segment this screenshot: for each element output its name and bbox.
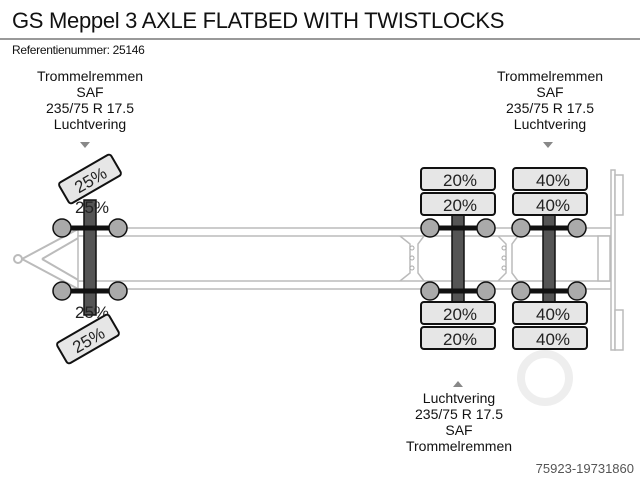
watermark-logo (517, 350, 573, 406)
tyre-pressure: 25% (75, 198, 109, 217)
tyre-axle2-bottom-inner (420, 301, 496, 325)
front-axle: 25% 25% 25% 25% (52, 153, 128, 365)
axle-brand: SAF (536, 84, 564, 100)
middle-axle: 20% 20% 20% 20% (420, 167, 496, 350)
brake-type: Trommelremmen (405, 438, 513, 454)
tyre-size: 235/75 R 17.5 (506, 100, 594, 116)
listing-code: 75923-19731860 (535, 461, 634, 476)
rear-axle-label: Trommelremmen SAF 235/75 R 17.5 Luchtver… (480, 68, 620, 132)
arrow-down-icon (543, 142, 553, 148)
rear-axle: 40% 40% 40% 40% (511, 167, 588, 350)
tyre-axle3-top-outer (512, 167, 588, 191)
axle-brand: SAF (76, 84, 104, 100)
arrow-down-icon (80, 142, 90, 148)
reference-number: Referentienummer: 25146 (12, 43, 145, 57)
tyre-axle2-top-outer (420, 167, 496, 191)
suspension: Luchtvering (422, 390, 496, 406)
tyre-pressure: 20% (443, 171, 477, 190)
middle-axle-label: Luchtvering 235/75 R 17.5 SAF Trommelrem… (389, 390, 529, 454)
brake-type: Trommelremmen (36, 68, 144, 84)
tyre-pressure: 40% (536, 330, 570, 349)
tyre-pressure: 40% (536, 305, 570, 324)
tyre-axle2-top-inner (420, 192, 496, 216)
drawbar (13, 227, 81, 291)
tyre-pressure: 20% (443, 305, 477, 324)
tyre-size: 235/75 R 17.5 (46, 100, 134, 116)
brake-type: Trommelremmen (496, 68, 604, 84)
tyre-axle3-top-inner (512, 192, 588, 216)
arrow-up-icon (453, 381, 463, 387)
tyre-axle2-bottom-outer (420, 326, 496, 350)
tyre-pressure: 40% (536, 171, 570, 190)
tyre-axle3-bottom-inner (512, 301, 588, 325)
chassis-holes (409, 245, 507, 271)
divider (0, 38, 640, 40)
tyre-pressure: 20% (443, 196, 477, 215)
tyre-pressure: 20% (443, 330, 477, 349)
page-title: GS Meppel 3 AXLE FLATBED WITH TWISTLOCKS (12, 8, 505, 33)
suspension: Luchtvering (513, 116, 587, 132)
axle-brand: SAF (445, 422, 473, 438)
tyre-axle3-bottom-outer (512, 326, 588, 350)
tyre-size: 235/75 R 17.5 (415, 406, 503, 422)
front-axle-label: Trommelremmen SAF 235/75 R 17.5 Luchtver… (20, 68, 160, 132)
tyre-front-top-outer: 25% (58, 153, 122, 205)
tyre-pressure: 40% (536, 196, 570, 215)
suspension: Luchtvering (53, 116, 127, 132)
